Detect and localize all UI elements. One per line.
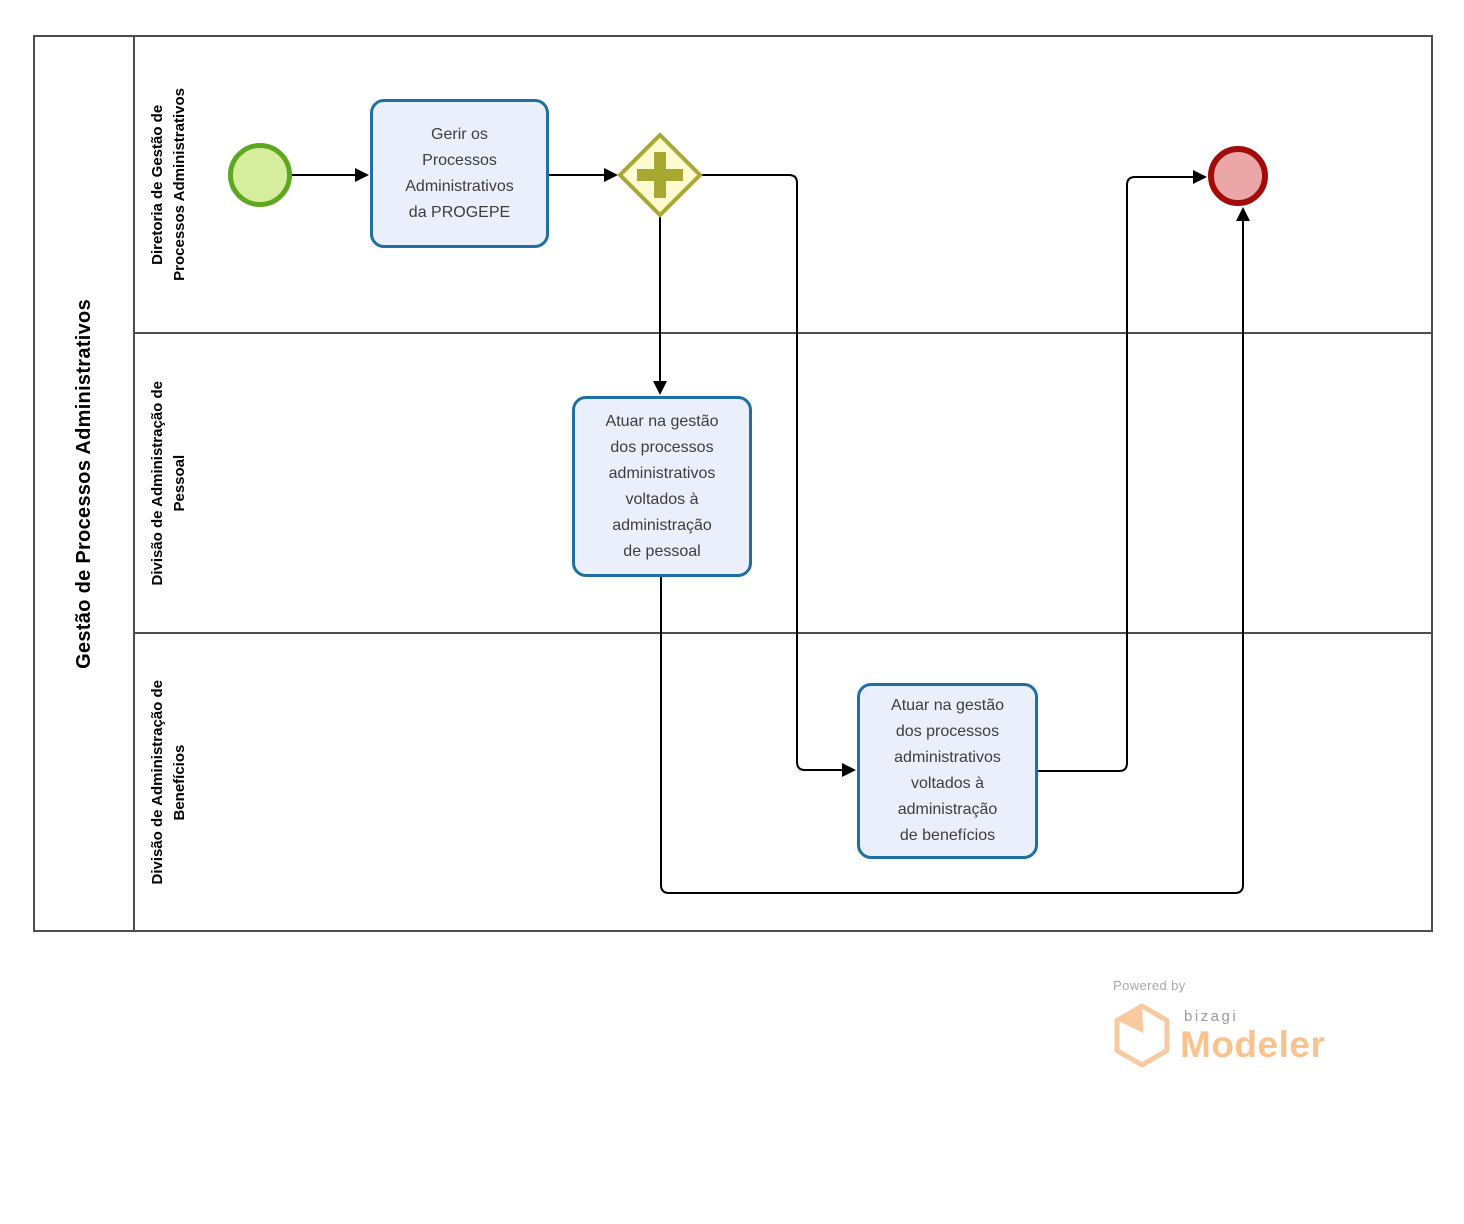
- start-event: [228, 143, 292, 207]
- lane-label-pessoal: Divisão de Administração de Pessoal: [149, 380, 188, 586]
- bizagi-brand-text: bizagi: [1184, 1008, 1239, 1025]
- powered-by-text: Powered by: [1113, 978, 1186, 993]
- task-gestao-pessoal: Atuar na gestão dos processos administra…: [572, 396, 752, 577]
- task-gestao-beneficios: Atuar na gestão dos processos administra…: [857, 683, 1038, 859]
- bizagi-box-icon: [1114, 1003, 1170, 1068]
- lane-pessoal: Divisão de Administração de Pessoal: [135, 334, 1431, 634]
- lane-label-wrap: Diretoria de Gestão de Processos Adminis…: [135, 37, 203, 332]
- lane-label-wrap: Divisão de Administração de Benefícios: [135, 634, 203, 930]
- lane-label-diretoria: Diretoria de Gestão de Processos Adminis…: [149, 88, 188, 281]
- task-label: Atuar na gestão dos processos administra…: [891, 697, 1004, 844]
- lane-label-wrap: Divisão de Administração de Pessoal: [135, 334, 203, 632]
- pool-title: Gestão de Processos Administrativos: [72, 298, 95, 669]
- task-label: Atuar na gestão dos processos administra…: [605, 412, 719, 560]
- lane-beneficios: Divisão de Administração de Benefícios: [135, 634, 1431, 930]
- lane-label-beneficios: Divisão de Administração de Benefícios: [149, 679, 188, 885]
- modeler-product-text: Modeler: [1180, 1024, 1326, 1065]
- task-label: Gerir os Processos Administrativos da PR…: [405, 125, 514, 221]
- pool-title-band: Gestão de Processos Administrativos: [35, 37, 135, 930]
- end-event: [1208, 146, 1268, 206]
- task-gerir-processos: Gerir os Processos Administrativos da PR…: [370, 99, 549, 248]
